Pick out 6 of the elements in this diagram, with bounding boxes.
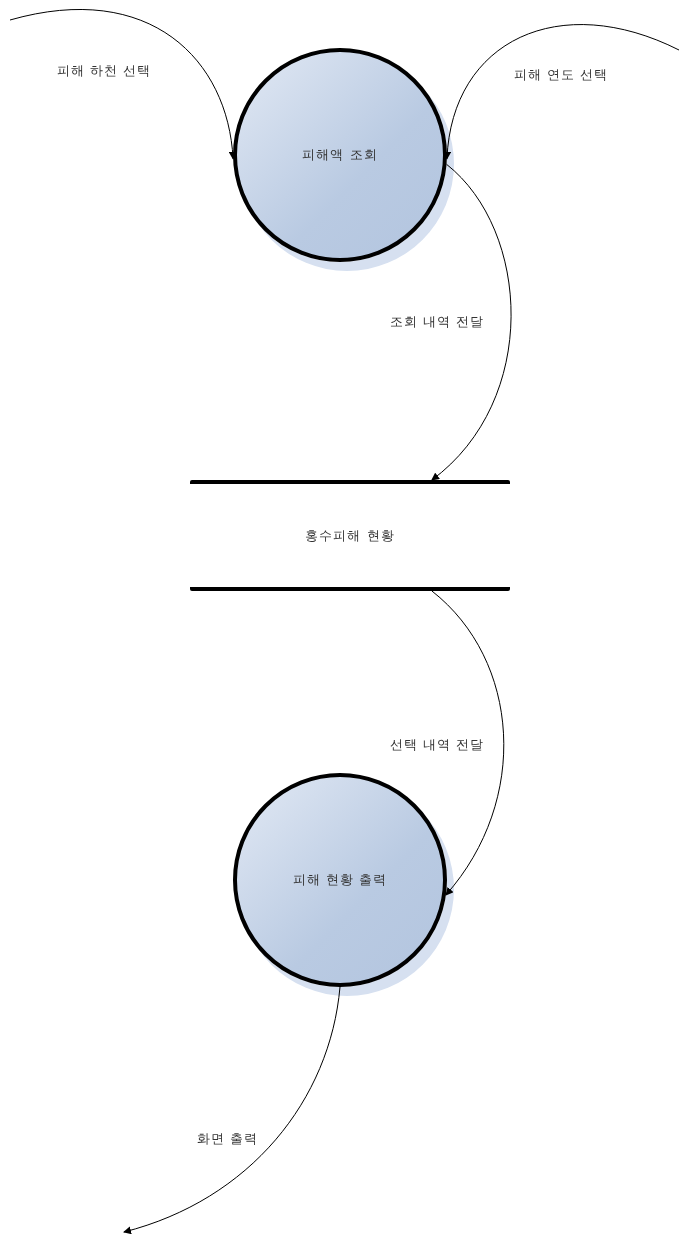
arrow — [123, 986, 341, 1234]
arrow — [431, 163, 512, 481]
arrow — [431, 590, 504, 896]
data-store: 홍수피해 현황 — [190, 480, 510, 591]
arrow — [443, 24, 679, 160]
arrow — [9, 9, 237, 160]
